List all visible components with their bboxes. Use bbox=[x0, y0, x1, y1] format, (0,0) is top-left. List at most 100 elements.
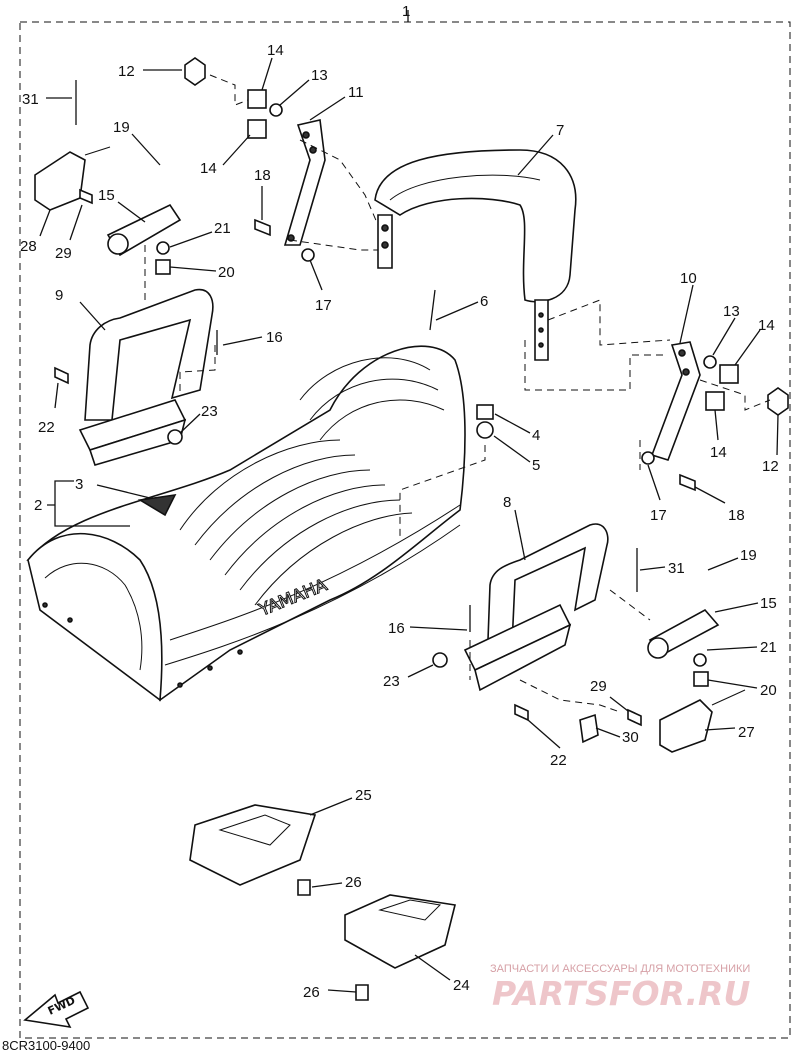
assembly-number: 1 bbox=[402, 3, 410, 20]
svg-text:9: 9 bbox=[55, 287, 63, 304]
hardware bbox=[54, 57, 789, 1001]
seat-drawing: YAMAHA bbox=[26, 345, 466, 702]
left-stay-drawing bbox=[283, 119, 326, 246]
left-rail-drawing bbox=[78, 288, 214, 466]
footer-code: 8CR3100-9400 bbox=[2, 1038, 90, 1053]
callout-14b: 14 bbox=[200, 134, 251, 177]
callouts: 31 12 14 13 11 19 14 7 15 18 21 28 29 20… bbox=[20, 42, 779, 1001]
svg-text:30: 30 bbox=[622, 729, 639, 746]
svg-text:18: 18 bbox=[728, 507, 745, 524]
svg-text:29: 29 bbox=[55, 245, 72, 262]
callout-18a: 18 bbox=[254, 167, 271, 220]
svg-text:14: 14 bbox=[267, 42, 284, 59]
callout-10: 10 bbox=[679, 270, 697, 344]
callout-14c: 14 bbox=[734, 317, 775, 366]
callout-31b: 31 bbox=[639, 560, 685, 577]
svg-text:25: 25 bbox=[355, 787, 372, 804]
callout-14a: 14 bbox=[261, 42, 284, 91]
callout-16b: 16 bbox=[388, 620, 468, 637]
callout-21a: 21 bbox=[169, 220, 231, 248]
svg-text:14: 14 bbox=[758, 317, 775, 334]
svg-text:12: 12 bbox=[762, 458, 779, 475]
svg-text:6: 6 bbox=[480, 293, 488, 310]
svg-text:8: 8 bbox=[503, 494, 511, 511]
guide-lines bbox=[144, 74, 771, 713]
callout-30: 30 bbox=[595, 727, 639, 746]
callout-13b: 13 bbox=[712, 303, 740, 356]
svg-text:22: 22 bbox=[38, 419, 55, 436]
svg-text:10: 10 bbox=[680, 270, 697, 287]
svg-text:14: 14 bbox=[710, 444, 727, 461]
callout-7: 7 bbox=[517, 122, 564, 176]
watermark-caption: ЗАПЧАСТИ И АКСЕССУАРЫ ДЛЯ МОТОТЕХНИКИ bbox=[490, 963, 750, 975]
callout-15b: 15 bbox=[714, 595, 777, 613]
callout-19b: 19 bbox=[707, 547, 757, 571]
svg-text:17: 17 bbox=[650, 507, 667, 524]
callout-15a: 15 bbox=[98, 187, 146, 223]
callout-23a: 23 bbox=[179, 403, 218, 434]
watermark-logo: PARTSFOR.RU bbox=[492, 974, 750, 1013]
callout-4: 4 bbox=[494, 413, 540, 444]
callout-26b: 26 bbox=[303, 984, 357, 1001]
callout-20b: 20 bbox=[707, 679, 777, 699]
callout-20a: 20 bbox=[169, 264, 235, 281]
svg-text:26: 26 bbox=[345, 874, 362, 891]
svg-text:15: 15 bbox=[760, 595, 777, 612]
watermark: PARTSFOR.RU ЗАПЧАСТИ И АКСЕССУАРЫ ДЛЯ МО… bbox=[490, 963, 750, 1013]
callout-22b: 22 bbox=[527, 719, 567, 769]
svg-text:13: 13 bbox=[311, 67, 328, 84]
callout-18b: 18 bbox=[694, 486, 745, 524]
svg-text:17: 17 bbox=[315, 297, 332, 314]
svg-text:23: 23 bbox=[201, 403, 218, 420]
svg-text:7: 7 bbox=[556, 122, 564, 139]
callout-5: 5 bbox=[493, 435, 540, 474]
fwd-arrow-icon: FWD bbox=[23, 990, 90, 1029]
callout-19a: 19 bbox=[113, 119, 161, 166]
callout-6: 6 bbox=[435, 293, 488, 321]
callout-12b: 12 bbox=[762, 414, 779, 475]
svg-text:20: 20 bbox=[760, 682, 777, 699]
callout-31a: 31 bbox=[22, 91, 72, 108]
backrest-drawing bbox=[374, 149, 577, 361]
callout-9: 9 bbox=[55, 287, 106, 331]
callout-21b: 21 bbox=[706, 639, 777, 656]
callout-22a: 22 bbox=[38, 382, 59, 436]
svg-text:19: 19 bbox=[113, 119, 130, 136]
bracket-28-drawing bbox=[34, 151, 86, 211]
callout-2: 2 bbox=[34, 480, 130, 527]
svg-text:26: 26 bbox=[303, 984, 320, 1001]
callout-8: 8 bbox=[503, 494, 526, 561]
bracket-27-drawing bbox=[659, 699, 713, 753]
callout-28: 28 bbox=[20, 209, 51, 255]
svg-text:13: 13 bbox=[723, 303, 740, 320]
svg-text:21: 21 bbox=[760, 639, 777, 656]
svg-text:18: 18 bbox=[254, 167, 271, 184]
callout-27: 27 bbox=[704, 724, 755, 741]
callout-11: 11 bbox=[309, 84, 364, 121]
svg-text:14: 14 bbox=[200, 160, 217, 177]
callout-16a: 16 bbox=[222, 329, 283, 346]
svg-text:5: 5 bbox=[532, 457, 540, 474]
svg-text:3: 3 bbox=[75, 476, 83, 493]
callout-29a: 29 bbox=[55, 204, 83, 262]
svg-text:20: 20 bbox=[218, 264, 235, 281]
callout-3: 3 bbox=[75, 476, 151, 499]
cover-25-drawing bbox=[189, 804, 317, 886]
callout-24: 24 bbox=[414, 954, 470, 994]
cover-24-drawing bbox=[344, 894, 456, 969]
right-rail-drawing bbox=[463, 523, 609, 692]
callout-17b: 17 bbox=[647, 464, 667, 524]
svg-text:29: 29 bbox=[590, 678, 607, 695]
svg-text:12: 12 bbox=[118, 63, 135, 80]
svg-text:2: 2 bbox=[34, 497, 42, 514]
svg-text:31: 31 bbox=[668, 560, 685, 577]
callout-13a: 13 bbox=[279, 67, 328, 106]
svg-text:31: 31 bbox=[22, 91, 39, 108]
svg-text:22: 22 bbox=[550, 752, 567, 769]
svg-text:19: 19 bbox=[740, 547, 757, 564]
right-stay-drawing bbox=[650, 341, 701, 461]
callout-25: 25 bbox=[309, 787, 372, 816]
svg-text:27: 27 bbox=[738, 724, 755, 741]
callout-14d: 14 bbox=[710, 409, 727, 461]
